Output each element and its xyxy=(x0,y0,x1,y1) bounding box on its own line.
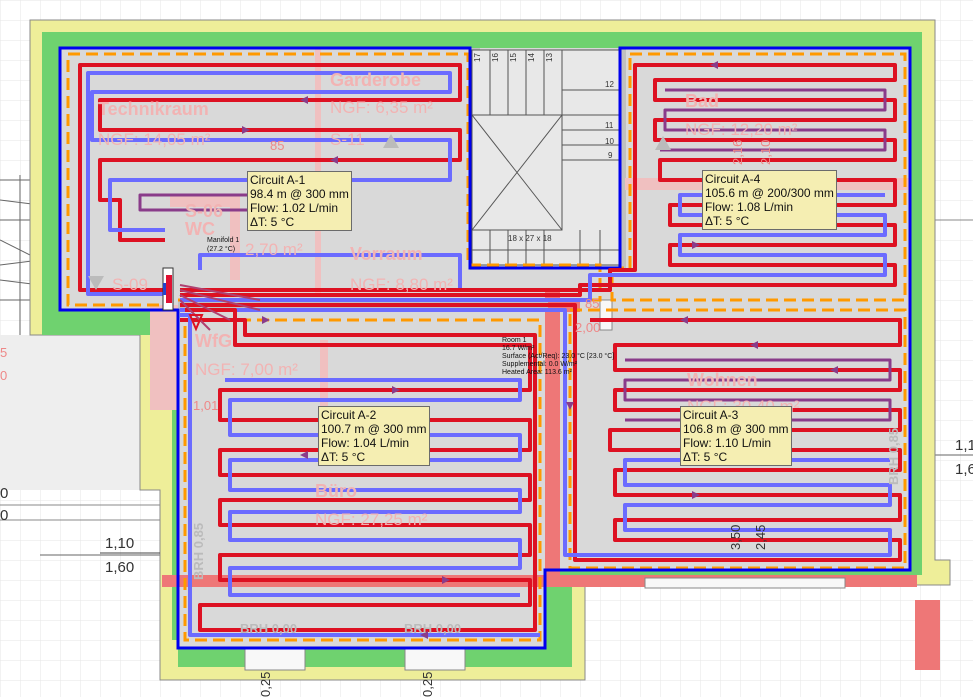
circuit-a1-dt: ΔT: 5 °C xyxy=(250,215,295,229)
room-info-line-1: 16.7 W/m² xyxy=(502,345,535,352)
circuit-a1-flow: Flow: 1.02 L/min xyxy=(250,201,339,215)
room-marker-garderobe xyxy=(383,134,399,148)
room-name-garderobe: Garderobe xyxy=(330,70,421,90)
dim-door-7: 2,16 xyxy=(730,140,745,165)
room-area-wc: 2,70 m² xyxy=(245,240,303,259)
stair-formula: 18 x 27 x 18 xyxy=(508,234,552,243)
room-marker-s09 xyxy=(88,276,104,290)
brh-vertical-left: BRH 0,85 xyxy=(191,523,206,580)
stair-step-13: 13 xyxy=(545,53,554,62)
circuit-a4-info[interactable]: Circuit A-4 105.6 m @ 200/300 mm Flow: 1… xyxy=(702,170,837,230)
room-info-title: Room 1 xyxy=(502,337,527,344)
stair-step-12: 12 xyxy=(605,80,614,89)
dim-bottom-1: 0,25 xyxy=(258,672,273,697)
dim-left-edge-1: 0 xyxy=(0,485,8,502)
dim-door-6: 2,45 xyxy=(753,525,768,550)
flow-arrows xyxy=(242,61,838,639)
circuit-a3-info[interactable]: Circuit A-3 106.8 m @ 300 mm Flow: 1.10 … xyxy=(680,406,792,466)
dim-left-edge-2: 0 xyxy=(0,507,8,524)
circuit-a2-flow: Flow: 1.04 L/min xyxy=(321,436,410,450)
circuit-a2-title: Circuit A-2 xyxy=(321,408,377,422)
brh-right: BRH 0,00 xyxy=(404,621,461,636)
room-name-wohnen: Wohnen xyxy=(687,370,758,390)
circuit-a4-title: Circuit A-4 xyxy=(705,172,761,186)
room-name-wc-tag: S-06 xyxy=(185,201,223,221)
dim-door-1: 85 xyxy=(270,138,284,153)
manifold xyxy=(162,267,261,332)
dim-bottom-2: 0,25 xyxy=(420,672,435,697)
stair-step-16: 16 xyxy=(491,53,500,62)
room-tag-garderobe: S-11 xyxy=(330,130,365,149)
room-area-bad: NGF: 12,20 m² xyxy=(685,120,798,139)
circuit-a3-flow: Flow: 1.10 L/min xyxy=(683,436,772,450)
room-area-buero: NGF: 27,25 m² xyxy=(315,510,428,529)
dim-left-red-2: 0 xyxy=(0,368,7,383)
circuit-a4-length: 105.6 m @ 200/300 mm xyxy=(705,186,834,200)
dim-right-bottom: 1,6 xyxy=(955,461,973,478)
circuit-a1-title: Circuit A-1 xyxy=(250,173,306,187)
room-info-line-4: Heated Area: 113.6 m² xyxy=(502,369,573,376)
dim-door-5: 3,50 xyxy=(728,525,743,550)
room-name-vorraum: Vorraum xyxy=(350,244,423,264)
stair-step-10: 10 xyxy=(605,137,614,146)
circuit-a3-title: Circuit A-3 xyxy=(683,408,739,422)
manifold-label: Manifold 1 xyxy=(207,237,239,244)
dim-right-top: 1,1 xyxy=(955,437,973,454)
room-info-line-3: Supplemental: 0.0 W/m² xyxy=(502,361,578,368)
manifold-temp: (27.2 °C) xyxy=(207,245,235,253)
room-info-line-2: Surface (Act/Req): 23.0 °C [23.0 °C] xyxy=(502,352,614,360)
heated-envelope xyxy=(58,46,912,650)
dim-left-bottom: 1,60 xyxy=(105,559,134,576)
dim-door-4: 1,01 xyxy=(193,398,218,413)
brh-vertical-right: BRH 0,85 xyxy=(886,428,901,485)
room-name-buero: Büro xyxy=(315,481,357,501)
circuit-a1-length: 98.4 m @ 300 mm xyxy=(250,187,349,201)
stair-step-17: 17 xyxy=(473,53,482,62)
circuit-a4-dt: ΔT: 5 °C xyxy=(705,214,750,228)
room-name-technikraum: Technikraum xyxy=(98,99,209,119)
room-tag-s09: S-09 xyxy=(112,275,148,294)
dim-left-red-1: 5 xyxy=(0,345,7,360)
stair-step-11: 11 xyxy=(605,121,614,130)
circuit-a2-length: 100.7 m @ 300 mm xyxy=(321,422,427,436)
room-area-garderobe: NGF: 6,35 m² xyxy=(330,98,433,117)
room-name-bad: Bad xyxy=(685,91,719,111)
dim-left-top: 1,10 xyxy=(105,535,134,552)
circuit-a1-info[interactable]: Circuit A-1 98.4 m @ 300 mm Flow: 1.02 L… xyxy=(247,171,352,231)
brh-left: BRH 0,00 xyxy=(240,621,297,636)
circuit-a2-dt: ΔT: 5 °C xyxy=(321,450,366,464)
circuit-a3-dt: ΔT: 5 °C xyxy=(683,450,728,464)
circuit-a2-info[interactable]: Circuit A-2 100.7 m @ 300 mm Flow: 1.04 … xyxy=(318,406,430,466)
zone-borders xyxy=(66,52,907,642)
circuit-a2-pipe xyxy=(180,308,540,637)
room-area-technikraum: NGF: 14,05 m² xyxy=(98,130,211,149)
dim-door-2: 85 xyxy=(585,296,599,311)
left-outside-area xyxy=(0,175,160,556)
circuit-a4-flow: Flow: 1.08 L/min xyxy=(705,200,794,214)
stair-step-15: 15 xyxy=(509,53,518,62)
circuit-a4-pipe xyxy=(180,63,897,302)
room-name-wc: WC xyxy=(185,219,215,239)
room-marker-bad xyxy=(655,136,671,150)
dim-door-3: 2,00 xyxy=(575,320,600,335)
room-area-vorraum: NGF: 8,80 m² xyxy=(350,275,453,294)
staircase: 17 16 15 14 13 12 11 10 9 18 x 27 x 18 xyxy=(471,49,620,266)
stair-step-14: 14 xyxy=(527,53,536,62)
room-name-wfg: WfG xyxy=(195,331,232,351)
room-area-wfg: NGF: 7,00 m² xyxy=(195,360,298,379)
circuit-a3-length: 106.8 m @ 300 mm xyxy=(683,422,789,436)
dim-door-8: 2,10 xyxy=(758,140,773,165)
stair-step-9: 9 xyxy=(608,151,613,160)
